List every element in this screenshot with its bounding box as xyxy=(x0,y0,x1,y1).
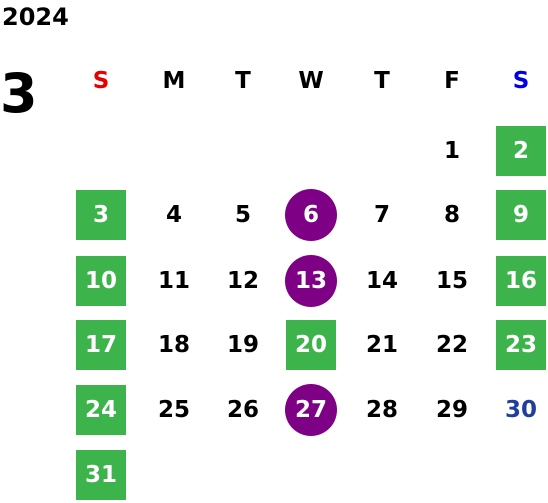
day-cell-24[interactable]: 24 xyxy=(76,385,126,435)
day-cell-29[interactable]: 29 xyxy=(435,397,468,423)
day-cell-4[interactable]: 4 xyxy=(165,202,182,228)
day-cell-26[interactable]: 26 xyxy=(226,397,259,423)
day-cell-13[interactable]: 13 xyxy=(285,255,337,307)
calendar-year: 2024 xyxy=(2,3,69,31)
day-cell-18[interactable]: 18 xyxy=(157,332,190,358)
weekday-header-wednesday: W xyxy=(298,68,324,94)
day-cell-12[interactable]: 12 xyxy=(226,268,259,294)
day-cell-1[interactable]: 1 xyxy=(443,138,460,164)
day-cell-9[interactable]: 9 xyxy=(496,190,546,240)
calendar-month: 3 xyxy=(0,62,38,125)
day-cell-23[interactable]: 23 xyxy=(496,320,546,370)
weekday-header-monday: M xyxy=(162,68,186,94)
day-cell-17[interactable]: 17 xyxy=(76,320,126,370)
day-cell-20[interactable]: 20 xyxy=(286,320,336,370)
day-cell-27[interactable]: 27 xyxy=(285,384,337,436)
day-cell-30[interactable]: 30 xyxy=(504,397,537,423)
weekday-header-friday: F xyxy=(444,68,460,94)
weekday-header-saturday: S xyxy=(512,68,530,94)
day-cell-15[interactable]: 15 xyxy=(435,268,468,294)
weekday-header-thursday: T xyxy=(374,68,390,94)
day-cell-8[interactable]: 8 xyxy=(443,202,460,228)
day-cell-21[interactable]: 21 xyxy=(365,332,398,358)
day-cell-11[interactable]: 11 xyxy=(157,268,190,294)
weekday-header-sunday: S xyxy=(92,68,110,94)
day-cell-25[interactable]: 25 xyxy=(157,397,190,423)
day-cell-16[interactable]: 16 xyxy=(496,256,546,306)
weekday-header-tuesday: T xyxy=(235,68,251,94)
day-cell-22[interactable]: 22 xyxy=(435,332,468,358)
day-cell-10[interactable]: 10 xyxy=(76,256,126,306)
day-cell-14[interactable]: 14 xyxy=(365,268,398,294)
day-cell-6[interactable]: 6 xyxy=(285,189,337,241)
day-cell-31[interactable]: 31 xyxy=(76,450,126,500)
day-cell-3[interactable]: 3 xyxy=(76,190,126,240)
day-cell-5[interactable]: 5 xyxy=(234,202,251,228)
day-cell-2[interactable]: 2 xyxy=(496,126,546,176)
day-cell-19[interactable]: 19 xyxy=(226,332,259,358)
day-cell-28[interactable]: 28 xyxy=(365,397,398,423)
day-cell-7[interactable]: 7 xyxy=(373,202,390,228)
